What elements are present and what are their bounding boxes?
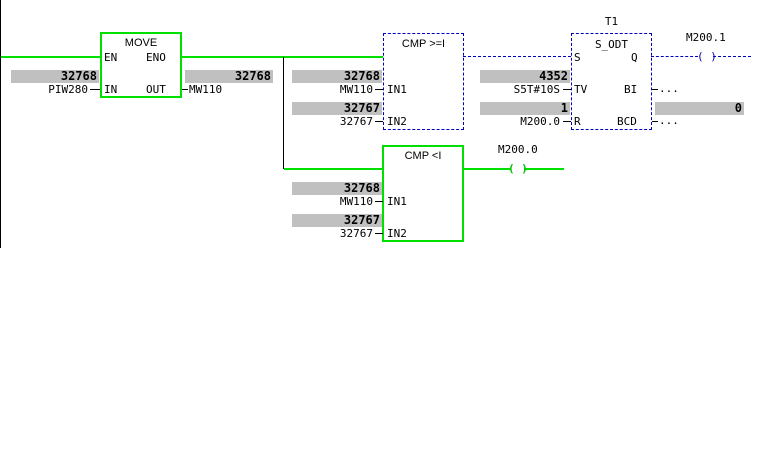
cmp-lt-pin-in1: IN1	[387, 195, 407, 208]
cmp-ge-block[interactable]	[383, 33, 464, 130]
branch-vertical-wire	[283, 57, 284, 169]
timer-r-value: 1	[480, 102, 570, 115]
move-pin-eno: ENO	[146, 51, 166, 64]
cmp-ge-in1-value: 32768	[292, 70, 382, 83]
move-in-tick	[90, 89, 100, 90]
wire-coil-q-end	[713, 56, 751, 57]
rung-wire-move-to-cmp	[181, 56, 383, 58]
move-out-tick	[182, 89, 188, 90]
timer-bi-output[interactable]: ...	[659, 82, 679, 95]
timer-pin-r: R	[574, 115, 581, 128]
move-block-title: MOVE	[124, 37, 158, 49]
coil-m-address[interactable]: M200.0	[498, 143, 538, 156]
cmp-ge-pin-in1: IN1	[387, 83, 407, 96]
move-out-value: 32768	[185, 70, 273, 83]
cmp-ge-pin-in2: IN2	[387, 115, 407, 128]
coil-m-symbol[interactable]: ( )	[508, 162, 528, 175]
timer-pin-s: S	[574, 51, 581, 64]
move-out-operand[interactable]: MW110	[189, 83, 223, 96]
cmp-lt-in2-tick	[375, 233, 383, 234]
cmp-lt-in2-value: 32767	[292, 214, 382, 227]
cmp-lt-title: CMP <I	[404, 150, 442, 162]
rung-wire-to-move	[1, 56, 102, 58]
cmp-ge-in2-value: 32767	[292, 102, 382, 115]
move-pin-out: OUT	[146, 83, 166, 96]
cmp-lt-in1-operand[interactable]: MW110	[339, 195, 373, 208]
cmp-lt-in2-operand[interactable]: 32767	[339, 227, 373, 240]
move-pin-en: EN	[104, 51, 118, 64]
timer-pin-q: Q	[631, 51, 638, 64]
timer-bi-tick	[652, 89, 658, 90]
wire-coil-end	[524, 168, 564, 170]
move-pin-in: IN	[104, 83, 118, 96]
cmp-lt-in1-tick	[375, 201, 383, 202]
timer-r-tick	[563, 121, 571, 122]
timer-bcd-output[interactable]: ...	[659, 114, 679, 127]
timer-tv-tick	[563, 89, 571, 90]
cmp-ge-in1-tick	[375, 89, 383, 90]
timer-name[interactable]: T1	[604, 15, 619, 28]
timer-pin-bcd: BCD	[617, 115, 637, 128]
coil-q-address[interactable]: M200.1	[686, 31, 726, 44]
timer-tv-value: 4352	[480, 70, 570, 83]
timer-title: S_ODT	[594, 38, 629, 51]
cmp-lt-pin-in2: IN2	[387, 227, 407, 240]
move-block[interactable]	[100, 32, 182, 98]
branch-wire-to-cmp-lt	[284, 168, 383, 170]
move-in-operand[interactable]: PIW280	[48, 83, 88, 96]
timer-pin-bi: BI	[624, 83, 638, 96]
cmp-lt-in1-value: 32768	[292, 182, 382, 195]
cmp-ge-in1-operand[interactable]: MW110	[339, 83, 373, 96]
coil-q-symbol[interactable]: ( )	[697, 50, 717, 63]
timer-pin-tv: TV	[574, 83, 588, 96]
cmp-ge-in2-tick	[375, 121, 383, 122]
timer-bi-value: 0	[655, 102, 744, 115]
move-in-value: 32768	[11, 70, 99, 83]
timer-block[interactable]	[571, 33, 652, 130]
cmp-ge-title: CMP >=I	[401, 38, 446, 50]
timer-r-operand[interactable]: M200.0	[520, 115, 560, 128]
power-rail	[0, 0, 1, 248]
cmp-ge-in2-operand[interactable]: 32767	[339, 115, 373, 128]
cmp-lt-block[interactable]	[382, 145, 464, 242]
wire-cmp-lt-to-coil	[463, 168, 510, 170]
wire-timer-to-coil	[651, 56, 698, 57]
timer-bcd-tick	[652, 121, 658, 122]
timer-tv-operand[interactable]: S5T#10S	[513, 83, 560, 96]
wire-cmp-ge-to-timer	[463, 56, 571, 57]
